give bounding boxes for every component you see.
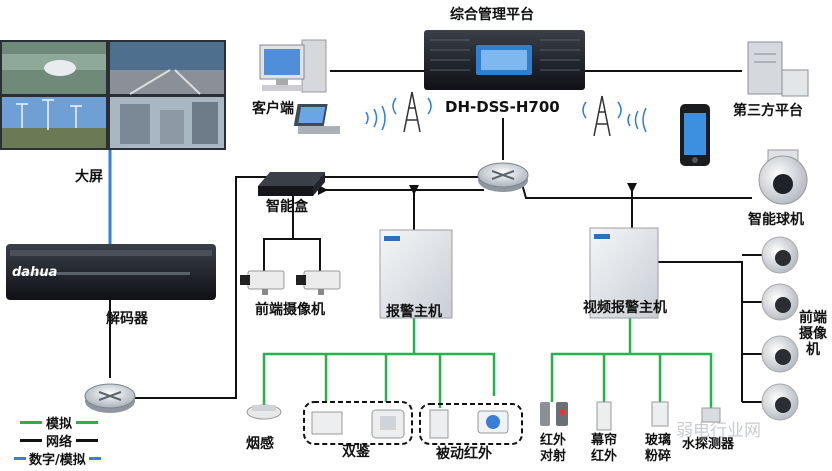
passive-ir-sensor-1 xyxy=(429,409,449,439)
front-camera-label: 前端摄像机 xyxy=(255,302,325,318)
ir-beam-line-1: 红外 xyxy=(539,433,566,448)
decoder-label: 解码器 xyxy=(106,311,148,327)
legend-network-swatch xyxy=(20,439,42,442)
curtain-ir-line-1: 幕帘 xyxy=(590,433,617,448)
water-sensor-icon xyxy=(701,407,721,423)
mobile-phone xyxy=(680,104,710,166)
dome-camera-3 xyxy=(761,335,799,373)
client-label: 客户端 xyxy=(252,101,294,117)
router-bottom-icon xyxy=(84,383,136,413)
passive-ir-sensor-2 xyxy=(477,410,509,434)
alarm-host-label: 报警主机 xyxy=(386,304,442,320)
ir-beam-line-2: 对射 xyxy=(539,449,566,464)
dual-tech-group-box xyxy=(303,401,413,445)
glass-break-line-2: 粉碎 xyxy=(644,449,671,464)
legend-network: 网络 xyxy=(20,431,99,450)
big-screen-label: 大屏 xyxy=(75,169,103,185)
right-camera-line-3: 机 xyxy=(806,342,820,358)
legend-digital-text: 数字/模拟 xyxy=(29,453,86,468)
laptop xyxy=(293,104,340,134)
decoder-brand-logo: dahua xyxy=(12,265,58,280)
glass-break-sensor-icon xyxy=(651,401,669,427)
legend-analog-text: 模拟 xyxy=(46,417,73,432)
platform-title: 综合管理平台 xyxy=(450,7,534,23)
dome-camera-1 xyxy=(761,236,799,274)
platform-model: DH-DSS-H700 xyxy=(445,98,560,116)
right-camera-line-2: 摄像 xyxy=(799,326,827,342)
passive-ir-label: 被动红外 xyxy=(436,446,492,462)
passive-ir-group-box xyxy=(419,403,523,445)
smart-box-label: 智能盒 xyxy=(266,199,308,215)
speed-dome-camera xyxy=(758,149,808,205)
watermark: 弱电行业网 xyxy=(676,421,761,441)
smart-box-device xyxy=(258,172,325,196)
curtain-ir-sensor-icon xyxy=(596,401,612,431)
legend-analog: 模拟 xyxy=(20,413,99,432)
legend-network-text: 网络 xyxy=(46,435,73,450)
analog-wires xyxy=(262,318,713,408)
legend-digital: 数字/模拟 xyxy=(14,449,101,468)
water-sensor-label: 水探测器 xyxy=(682,437,735,452)
glass-break-line-1: 玻璃 xyxy=(644,433,671,448)
router-top-icon xyxy=(477,162,529,192)
smart-dome-label: 智能球机 xyxy=(748,212,804,228)
legend-analog-swatch-end xyxy=(76,421,99,424)
right-camera-line-1: 前端 xyxy=(799,310,827,326)
dual-tech-sensor-2 xyxy=(371,409,405,439)
third-party-label: 第三方平台 xyxy=(733,103,803,119)
dual-tech-sensor-1 xyxy=(311,411,343,435)
smoke-label: 烟感 xyxy=(246,436,274,452)
dome-camera-4 xyxy=(761,383,799,421)
legend-digital-swatch xyxy=(14,457,26,460)
right-camera-label: 前端 摄像 机 xyxy=(798,310,828,358)
ir-beam-label: 红外 对射 xyxy=(536,433,570,465)
alarm-host-panel xyxy=(379,229,453,319)
legend-digital-swatch-end xyxy=(88,457,101,460)
box-camera-1 xyxy=(240,270,285,295)
legend-analog-swatch xyxy=(20,421,42,424)
glass-break-label: 玻璃 粉碎 xyxy=(641,433,675,465)
antenna-right-icon xyxy=(582,95,647,137)
third-party-server xyxy=(747,41,809,97)
box-camera-2 xyxy=(296,270,341,295)
antenna-left-icon xyxy=(365,91,432,133)
video-alarm-host-panel xyxy=(589,227,659,319)
decoder-device xyxy=(6,244,216,300)
ir-beam-sensor-icon xyxy=(540,402,568,426)
legend-network-swatch-end xyxy=(76,439,99,442)
smoke-detector-icon xyxy=(246,404,282,420)
dome-camera-2 xyxy=(761,283,799,321)
curtain-ir-line-2: 红外 xyxy=(590,449,617,464)
curtain-ir-label: 幕帘 红外 xyxy=(587,433,621,465)
platform-server xyxy=(424,30,585,90)
video-wall xyxy=(0,40,226,150)
client-pc xyxy=(259,39,327,93)
video-alarm-host-label: 视频报警主机 xyxy=(583,300,667,316)
dual-tech-label: 双鉴 xyxy=(342,444,370,460)
